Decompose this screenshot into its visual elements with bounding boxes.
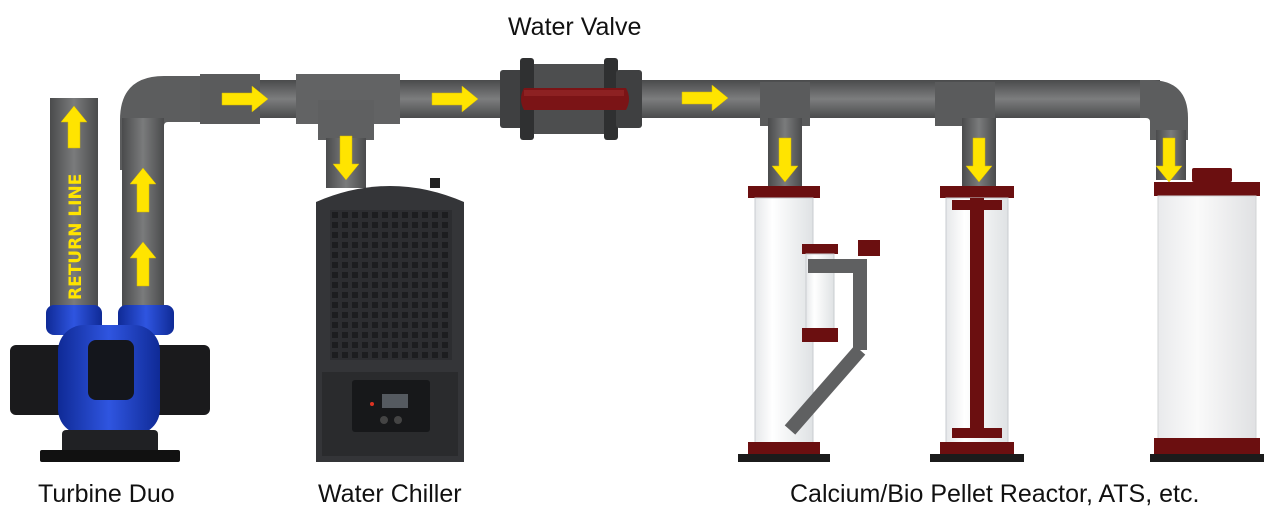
arrow-down-reactor1 xyxy=(771,137,799,183)
main-pipe xyxy=(160,74,1160,126)
reactor-label: Calcium/Bio Pellet Reactor, ATS, etc. xyxy=(790,480,1200,508)
water-chiller-label: Water Chiller xyxy=(318,480,462,508)
reactor-2 xyxy=(930,186,1024,462)
reactor-1 xyxy=(738,186,880,462)
arrow-up-return xyxy=(60,105,88,149)
arrow-right-3 xyxy=(681,84,729,112)
arrow-up-1 xyxy=(129,167,157,213)
arrow-down-chiller xyxy=(332,135,360,181)
left-elbow xyxy=(120,76,200,328)
arrow-down-reactor3 xyxy=(1155,137,1183,183)
arrow-down-reactor2 xyxy=(965,137,993,183)
return-line-label: RETURN LINE xyxy=(66,174,86,300)
arrow-right-2 xyxy=(431,85,479,113)
water-chiller xyxy=(316,178,464,462)
turbine-duo-label: Turbine Duo xyxy=(38,480,175,508)
arrow-up-2 xyxy=(129,241,157,287)
water-valve-label: Water Valve xyxy=(508,13,642,41)
water-valve xyxy=(500,58,642,140)
flow-arrows xyxy=(60,84,1183,287)
reactor-3 xyxy=(1150,168,1264,462)
arrow-right-1 xyxy=(221,85,269,113)
turbine-duo-pump xyxy=(10,305,210,462)
